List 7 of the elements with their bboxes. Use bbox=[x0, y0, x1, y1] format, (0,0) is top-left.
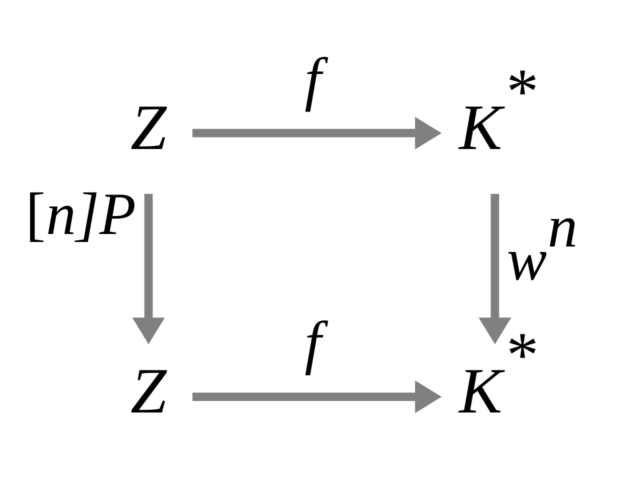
arrow bbox=[192, 380, 442, 414]
arrow bbox=[132, 194, 165, 344]
node-text: Z bbox=[130, 90, 167, 163]
node-text: Z bbox=[130, 354, 167, 427]
arrow bbox=[478, 194, 512, 344]
edge-label: [n]P bbox=[26, 181, 136, 248]
arrow bbox=[192, 116, 442, 150]
